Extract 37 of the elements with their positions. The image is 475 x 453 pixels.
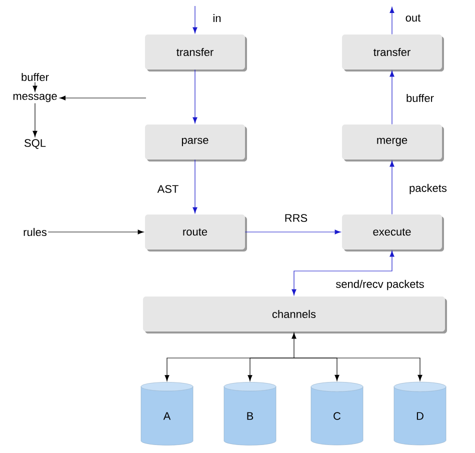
arrow [60,96,146,100]
arrow [390,7,394,35]
arrow [292,332,296,358]
text-label: buffer [22,72,49,82]
arrow [390,70,394,125]
arrow [192,69,198,124]
arrow [244,230,341,234]
arrow [192,159,198,214]
text-label: rules [24,228,47,236]
process-box: merge [342,124,444,162]
edge-label: RRS [283,213,309,223]
database-cylinder: D [394,382,446,446]
edge-label: packets [408,182,448,196]
arrow [192,6,198,34]
process-box: channels [143,296,447,334]
arrow [48,230,144,234]
text-label: message [13,94,57,102]
process-box: transfer [145,34,247,72]
arrow [248,358,294,382]
arrow [32,82,38,92]
edge-label: send/recv packets [334,278,426,292]
text-label: SQL [24,139,46,149]
database-cylinder: B [224,382,276,446]
arrow [294,358,422,381]
edge-label: in [212,13,222,23]
edge-label: out [404,13,422,23]
edge-label: buffer [405,92,435,104]
edge-label: AST [156,184,180,194]
process-box: route [145,214,247,252]
arrow [292,250,394,296]
arrow [390,160,394,215]
process-box: transfer [342,34,444,72]
process-box: parse [145,124,247,162]
process-box: execute [342,214,444,252]
arrow [32,103,38,137]
database-cylinder: A [140,382,194,446]
database-cylinder: C [310,382,364,446]
